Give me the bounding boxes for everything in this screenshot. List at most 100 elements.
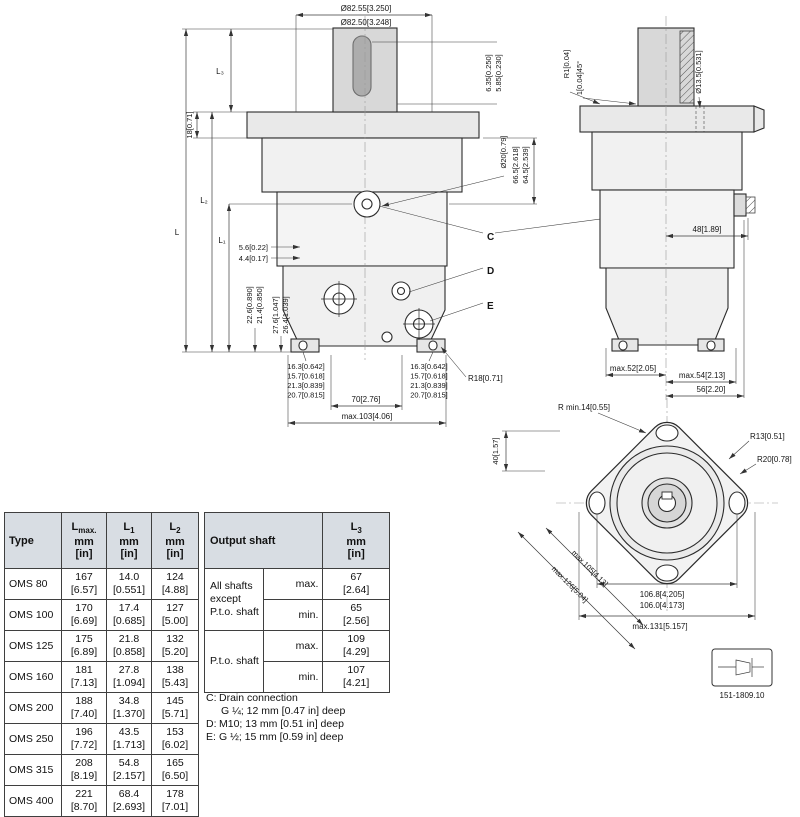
dim-label: Ø82.50[3.248]	[341, 18, 392, 27]
table-row-oms400: OMS 400 221[8.70] 68.4[2.693] 178[7.01]	[4, 785, 199, 817]
front-dimension-labels: Ø82.55[3.250] Ø82.50[3.248] L₃ 18[0.71] …	[175, 4, 530, 421]
dim-label: R1[0.04]	[562, 50, 571, 78]
side-flange-corner	[753, 105, 765, 133]
cell-l1: 21.8[0.858]	[106, 630, 152, 662]
flange-dimension-lines	[502, 412, 757, 650]
table-row-oms125: OMS 125 175[6.89] 21.8[0.858] 132[5.20]	[4, 630, 199, 662]
motor-body-upper	[261, 137, 463, 193]
dim-label: R13[0.51]	[750, 432, 785, 441]
dim-label: R min.14[0.55]	[558, 403, 610, 412]
table-row-oms100: OMS 100 170[6.69] 17.4[0.685] 127[5.00]	[4, 599, 199, 631]
part-icon: 151-1809.10	[711, 648, 773, 700]
dim-label: 21.3[0.839]	[287, 381, 325, 390]
foot-slot-right	[428, 340, 438, 351]
port-notes: C:Drain connection G ¼; 12 mm [0.47 in] …	[206, 692, 396, 744]
note-d: D:M10; 13 mm [0.51 in] deep	[206, 718, 344, 730]
dim-label: 21.4[0.850]	[255, 286, 264, 324]
table-row-oms315: OMS 315 208[8.19] 54.8[2.157] 165[6.50]	[4, 754, 199, 786]
side-hole	[695, 106, 705, 132]
front-view: Ø82.55[3.250] Ø82.50[3.248] L₃ 18[0.71] …	[175, 4, 715, 427]
dim-label: max.126[5.04]	[550, 564, 590, 604]
dim-label: 16.3[0.642]	[410, 362, 448, 371]
dim-label-l: L	[175, 228, 180, 237]
cell-lmax: 208[8.19]	[61, 754, 107, 786]
cell-min-value: 107[4.21]	[322, 661, 390, 693]
dim-label: 56[2.20]	[697, 385, 726, 394]
cell-l1: 27.8[1.094]	[106, 661, 152, 693]
side-dimension-lines	[569, 91, 749, 399]
shaft-row-pto-max: P.t.o. shaft max. 109[4.29]	[203, 630, 390, 693]
cell-max-value: 67[2.64]	[322, 568, 390, 600]
port-d	[391, 281, 411, 301]
dim-label: 20.7[0.815]	[410, 391, 448, 400]
cell-l2: 178[7.01]	[151, 785, 199, 817]
cell-l1: 43.5[1.713]	[106, 723, 152, 755]
dim-label: 106.0[4.173]	[640, 601, 684, 610]
side-end-cover	[605, 267, 729, 346]
dim-label: 6.35[0.250]	[484, 54, 493, 92]
bolt-hole-bottom	[655, 564, 679, 582]
dim-label: 40[1.57]	[491, 437, 500, 464]
side-body-upper	[591, 131, 743, 191]
col-header-l1: L1 mm [in]	[106, 512, 152, 569]
dim-label: 64.5[2.539]	[521, 146, 530, 184]
dim-label: 16.3[0.642]	[287, 362, 325, 371]
dim-label: 4.4[0.17]	[239, 254, 268, 263]
callout-c: C	[487, 232, 494, 243]
foot-slot-left	[298, 340, 308, 351]
bolt-hole-left	[588, 491, 606, 515]
bolt-hole-top	[655, 424, 679, 442]
col-header-type: Type	[4, 512, 62, 569]
shaft-row-all-min: min. 65[2.56]	[205, 599, 390, 631]
cell-l1: 34.8[1.370]	[106, 692, 152, 724]
header-row: Type Lmax. mm [in] L1 mm [in] L2 mm [in]	[4, 512, 199, 569]
drain-boss	[733, 193, 747, 217]
cell-l2: 132[5.20]	[151, 630, 199, 662]
dim-label: 15.7[0.618]	[287, 372, 325, 381]
dim-label: Ø82.55[3.250]	[341, 4, 392, 13]
callout-e: E	[487, 301, 494, 312]
cell-lmax: 170[6.69]	[61, 599, 107, 631]
motor-flange	[246, 111, 480, 139]
dim-label-l2: L₂	[200, 196, 208, 205]
note-c-detail: G ¼; 12 mm [0.47 in] deep	[221, 705, 346, 717]
side-flange	[579, 105, 755, 133]
drain-port-c	[353, 190, 381, 218]
cell-min-label: min.	[263, 661, 324, 693]
side-view: R1[0.04] 1[0.04]45° Ø13.5[0.531] 48[1.89…	[562, 16, 765, 400]
header-row: Output shaft L3 mm [in]	[203, 512, 390, 569]
cell-l2: 127[5.00]	[151, 599, 199, 631]
col-header-l3: L3 mm [in]	[322, 512, 390, 569]
cell-type: OMS 250	[4, 723, 62, 755]
drain-plug	[745, 196, 756, 214]
side-body-mid	[599, 189, 735, 269]
dim-label-l3: L₃	[216, 67, 224, 76]
small-hole	[381, 331, 393, 343]
dim-label: 48[1.89]	[693, 225, 722, 234]
table-row-oms200: OMS 200 188[7.40] 34.8[1.370] 145[5.71]	[4, 692, 199, 724]
shaft-row-all-max: All shafts except P.t.o. shaft max. 67[2…	[203, 568, 390, 631]
flange-outline	[585, 421, 749, 585]
col-header-output-shaft: Output shaft	[203, 512, 324, 569]
cell-l2: 165[6.50]	[151, 754, 199, 786]
shaft-keyway	[352, 35, 372, 97]
dim-label: R18[0.71]	[468, 374, 503, 383]
cell-min-value: 65[2.56]	[322, 599, 390, 631]
cell-type: OMS 80	[4, 568, 62, 600]
cell-min-label: min.	[263, 599, 324, 631]
dim-label: 21.3[0.839]	[410, 381, 448, 390]
dim-label: max.103[4.06]	[342, 412, 393, 421]
note-e: E:G ½; 15 mm [0.59 in] deep	[206, 731, 344, 743]
cell-l1: 17.4[0.685]	[106, 599, 152, 631]
cell-l2: 138[5.43]	[151, 661, 199, 693]
bore-keyway	[661, 491, 673, 500]
cell-type: OMS 200	[4, 692, 62, 724]
part-number: 151-1809.10	[720, 691, 765, 700]
front-ports	[321, 190, 435, 343]
shaft-row-pto-min: min. 107[4.21]	[205, 661, 390, 693]
note-c: C:Drain connection	[206, 692, 298, 704]
dim-label: 5.6[0.22]	[239, 243, 268, 252]
side-shaft-key-hatch	[679, 30, 695, 104]
dim-label: 20.7[0.815]	[287, 391, 325, 400]
